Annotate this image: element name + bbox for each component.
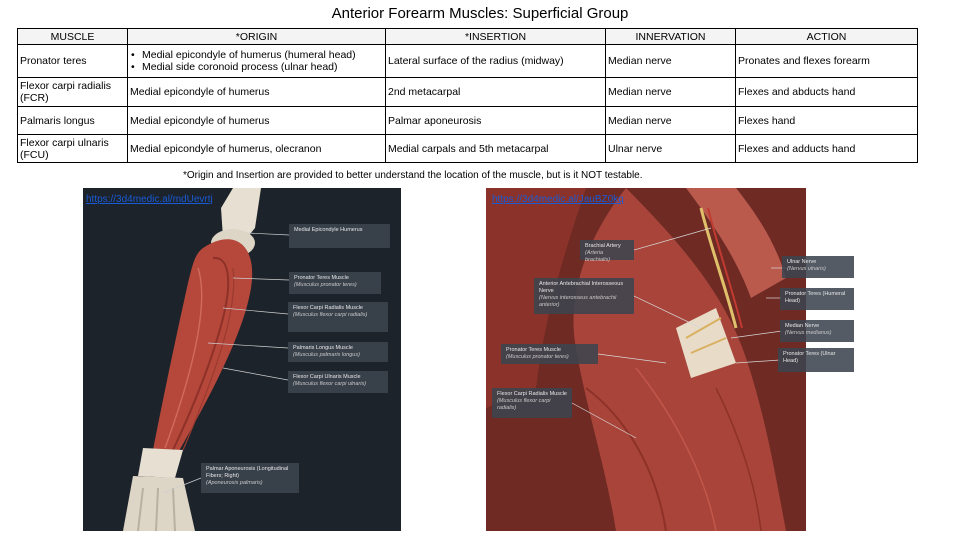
cell-origin: Medial epicondyle of humerus (humeral he… [127, 44, 386, 78]
artery-line [707, 207, 743, 329]
cell-insertion: Palmar aponeurosis [385, 106, 606, 135]
left-image-link[interactable]: https://3d4medic.al/mdUevrtj [86, 194, 213, 205]
exposed-area [676, 308, 736, 378]
table-row: Pronator teres Medial epicondyle of hume… [17, 44, 918, 78]
table-row: Flexor carpi radialis (FCR) Medial epico… [17, 77, 918, 107]
label-flexor-carpi-radialis-right: Flexor Carpi Radialis Muscle(Musculus fl… [492, 388, 572, 418]
muscle-table: MUSCLE *ORIGIN *INSERTION INNERVATION AC… [17, 28, 918, 163]
page-title: Anterior Forearm Muscles: Superficial Gr… [331, 5, 629, 22]
cell-action: Flexes hand [735, 106, 918, 135]
label-median-nerve: Median Nerve(Nervus medianus) [780, 320, 854, 342]
header-insertion: *INSERTION [385, 28, 606, 45]
header-muscle: MUSCLE [17, 28, 128, 45]
cell-innervation: Ulnar nerve [605, 134, 736, 163]
biceps-muscle [686, 188, 786, 298]
leader-line [232, 277, 290, 281]
cell-action: Flexes and abducts hand [735, 77, 918, 107]
cell-muscle: Palmaris longus [17, 106, 128, 135]
label-anterior-interosseous-nerve: Anterior Antebrachial Interosseous Nerve… [534, 278, 634, 314]
leader-line [162, 477, 202, 494]
header-innervation: INNERVATION [605, 28, 736, 45]
leader-line [633, 295, 702, 329]
cell-origin: Medial epicondyle of humerus [127, 106, 386, 135]
leader-line [597, 353, 667, 364]
label-pronator-teres-humeral: Pronator Teres (Humeral Head) [780, 288, 854, 310]
label-pronator-teres-muscle: Pronator Teres Muscle(Musculus pronator … [501, 344, 598, 364]
muscle-fiber-line [585, 387, 667, 531]
table-header-row: MUSCLE *ORIGIN *INSERTION INNERVATION AC… [17, 28, 918, 45]
label-flexor-carpi-ulnaris: Flexor Carpi Ulnaris Muscle(Musculus fle… [288, 371, 388, 393]
right-image-link[interactable]: https://3d4medic.al/JauBZ0kq [492, 194, 624, 205]
metacarpal-line [155, 487, 159, 531]
muscle-fiber-line [715, 387, 762, 531]
cell-action: Flexes and adducts hand [735, 134, 918, 163]
leader-line [222, 307, 289, 315]
label-ulnar-nerve: Ulnar Nerve(Nervus ulnaris) [782, 256, 854, 278]
cell-action: Pronates and flexes forearm [735, 44, 918, 78]
leader-line [571, 402, 637, 439]
header-action: ACTION [735, 28, 918, 45]
wrist-bones [138, 448, 183, 478]
label-flexor-carpi-radialis: Flexor Carpi Radialis Muscle(Musculus fl… [288, 302, 388, 332]
label-palmaris-longus: Palmaris Longus Muscle(Musculus palmaris… [288, 342, 388, 362]
humerus-bone [221, 188, 261, 240]
muscle-fiber-line [182, 267, 235, 451]
cell-origin: Medial epicondyle of humerus [127, 77, 386, 107]
cell-muscle: Flexor carpi ulnaris (FCU) [17, 134, 128, 163]
leader-line [735, 359, 781, 364]
cell-origin: Medial epicondyle of humerus, olecranon [127, 134, 386, 163]
cell-innervation: Median nerve [605, 44, 736, 78]
label-pronator-teres-ulnar: Pronator Teres (Ulnar Head) [778, 348, 854, 372]
origin-bullet: Medial side coronoid process (ulnar head… [131, 61, 383, 73]
forearm-illustration [123, 188, 290, 531]
cell-insertion: Medial carpals and 5th metacarpal [385, 134, 606, 163]
table-row: Flexor carpi ulnaris (FCU) Medial epicon… [17, 134, 918, 163]
table-row: Palmaris longus Medial epicondyle of hum… [17, 106, 918, 135]
forearm-muscle [573, 188, 786, 531]
cell-innervation: Median nerve [605, 77, 736, 107]
origin-bullet: Medial epicondyle of humerus (humeral he… [131, 49, 383, 61]
muscle-fiber-line [164, 267, 203, 449]
cell-muscle: Pronator teres [17, 44, 128, 78]
leader-line [633, 227, 712, 251]
cell-innervation: Median nerve [605, 106, 736, 135]
muscle-mass [153, 239, 253, 453]
muscle-fiber-line [172, 256, 230, 451]
header-origin: *ORIGIN [127, 28, 386, 45]
hand-bones [123, 476, 195, 531]
label-brachial-artery: Brachial Artery(Arteria brachialis) [580, 240, 634, 263]
leader-line [247, 232, 290, 236]
cell-insertion: 2nd metacarpal [385, 77, 606, 107]
elbow-deep-image: https://3d4medic.al/JauBZ0kq Brachial Ar… [486, 188, 856, 531]
cell-muscle: Flexor carpi radialis (FCR) [17, 77, 128, 107]
muscle-fiber-line [635, 367, 717, 531]
nerve-branch [690, 337, 727, 354]
leader-line [207, 342, 289, 349]
label-palmar-aponeurosis: Palmar Aponeurosis (Longitudinal Fibers;… [201, 463, 299, 493]
nerve-line [699, 207, 738, 329]
leader-line [222, 367, 289, 381]
forearm-superficial-image: https://3d4medic.al/mdUevrtj Medial Epic… [83, 188, 401, 531]
nerve-branch [685, 317, 722, 339]
label-pronator-teres: Pronator Teres Muscle(Musculus pronator … [289, 272, 381, 294]
leader-line [730, 330, 783, 339]
cell-insertion: Lateral surface of the radius (midway) [385, 44, 606, 78]
testability-note: *Origin and Insertion are provided to be… [183, 170, 643, 181]
metacarpal-line [137, 487, 144, 531]
metacarpal-line [172, 487, 176, 531]
label-medial-epicondyle: Medial Epicondyle Humerus [289, 224, 390, 248]
